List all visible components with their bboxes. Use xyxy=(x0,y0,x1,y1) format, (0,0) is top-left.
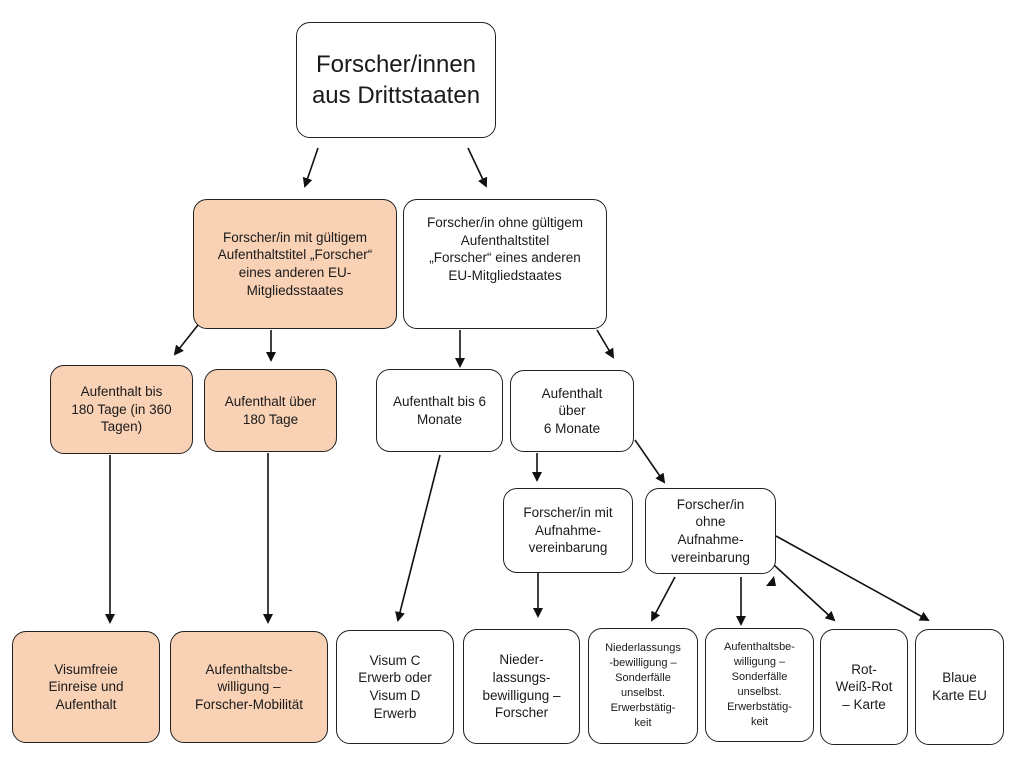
arrow-without-agreement-to-blue-card xyxy=(775,535,930,621)
without-title-label: Forscher/in ohne gültigem Aufenthaltstit… xyxy=(426,215,584,283)
with-title-node: Forscher/in mit gültigem Aufenthaltstite… xyxy=(193,199,397,329)
stay-180-short-node: Aufenthalt bis 180 Tage (in 360 Tagen) xyxy=(50,365,193,454)
stray-arrowhead xyxy=(766,576,776,586)
stay-6m-long-label: Aufenthalt über 6 Monate xyxy=(541,385,603,436)
settlement-researcher-label: Nieder- lassungs- bewilligung – Forscher xyxy=(482,652,561,721)
without-agreement-node: Forscher/in ohne Aufnahme- vereinbarung xyxy=(645,488,776,574)
arrow-6m-long-to-without-agreement xyxy=(634,439,666,484)
blue-card-node: Blaue Karte EU xyxy=(915,629,1004,745)
arrow-without-title-to-6m-long xyxy=(596,329,615,359)
with-agreement-label: Forscher/in mit Aufnahme- vereinbarung xyxy=(523,505,613,556)
without-title-node: Forscher/in ohne gültigem Aufenthaltstit… xyxy=(403,199,607,329)
stay-6m-short-label: Aufenthalt bis 6 Monate xyxy=(392,393,487,427)
arrow-without-agreement-to-settlement-special xyxy=(651,576,676,622)
mobility-label: Aufenthaltsbe- willigung – Forscher-Mobi… xyxy=(194,661,304,712)
arrow-without-agreement-to-rwr xyxy=(773,564,836,622)
without-agreement-label: Forscher/in ohne Aufnahme- vereinbarung xyxy=(671,496,750,565)
blue-card-label: Blaue Karte EU xyxy=(932,670,987,703)
arrow-6m-short-to-visa xyxy=(395,454,441,622)
with-title-label: Forscher/in mit gültigem Aufenthaltstite… xyxy=(217,229,373,298)
root-node: Forscher/innen aus Drittstaaten xyxy=(296,22,496,138)
residence-special-node: Aufenthaltsbe- willigung – Sonderfälle u… xyxy=(705,628,814,742)
stay-180-short-label: Aufenthalt bis 180 Tage (in 360 Tagen) xyxy=(71,384,172,435)
arrow-root-to-without-title xyxy=(467,147,488,188)
settlement-special-label: Niederlassungs -bewilligung – Sonderfäll… xyxy=(605,642,681,729)
stay-6m-long-node: Aufenthalt über 6 Monate xyxy=(510,370,634,452)
visa-free-node: Visumfreie Einreise und Aufenthalt xyxy=(12,631,160,743)
stay-180-long-label: Aufenthalt über 180 Tage xyxy=(224,393,317,427)
root-label: Forscher/innen aus Drittstaaten xyxy=(311,50,481,109)
residence-special-label: Aufenthaltsbe- willigung – Sonderfälle u… xyxy=(724,641,795,728)
visa-cd-label: Visum C Erwerb oder Visum D Erwerb xyxy=(358,652,432,721)
stay-6m-short-node: Aufenthalt bis 6 Monate xyxy=(376,369,503,452)
visa-cd-node: Visum C Erwerb oder Visum D Erwerb xyxy=(336,630,454,744)
visa-free-label: Visumfreie Einreise und Aufenthalt xyxy=(48,661,124,712)
arrow-with-title-to-stay-short xyxy=(173,324,199,356)
mobility-node: Aufenthaltsbe- willigung – Forscher-Mobi… xyxy=(170,631,328,743)
arrow-root-to-with-title xyxy=(302,147,319,188)
settlement-special-node: Niederlassungs -bewilligung – Sonderfäll… xyxy=(588,628,698,744)
rwr-card-label: Rot- Weiß-Rot – Karte xyxy=(835,661,893,712)
rwr-card-node: Rot- Weiß-Rot – Karte xyxy=(820,629,908,745)
stay-180-long-node: Aufenthalt über 180 Tage xyxy=(204,369,337,452)
with-agreement-node: Forscher/in mit Aufnahme- vereinbarung xyxy=(503,488,633,573)
settlement-researcher-node: Nieder- lassungs- bewilligung – Forscher xyxy=(463,629,580,744)
